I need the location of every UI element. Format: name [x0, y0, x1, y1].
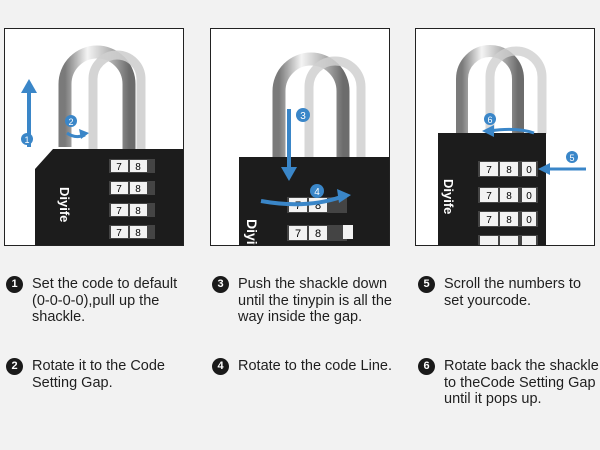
brand-logo: Diyife [244, 219, 260, 246]
marker-5 [566, 151, 578, 163]
marker-4 [310, 184, 324, 198]
svg-text:8: 8 [315, 200, 321, 212]
svg-text:8: 8 [506, 215, 512, 226]
illustration-panel-step-5-6: 7 8 0 7 8 0 7 8 0 Diyife 5 6 [415, 28, 595, 246]
step-number-badge: 6 [418, 358, 435, 375]
lock-illustration-1: 7 8 7 8 7 8 7 8 Diyife 1 2 [21, 45, 183, 245]
marker-6 [484, 113, 496, 125]
svg-text:0: 0 [526, 191, 532, 202]
step-text: Push the shackle down until the tinypin … [238, 276, 392, 325]
svg-text:8: 8 [135, 162, 141, 173]
combination-dials: 7 8 7 8 7 8 7 8 [109, 159, 155, 239]
shackle [58, 45, 136, 154]
svg-text:8: 8 [506, 191, 512, 202]
step-text: Rotate back the shackle to theCode Setti… [444, 358, 599, 407]
svg-text:6: 6 [487, 115, 492, 125]
svg-text:7: 7 [116, 206, 122, 217]
svg-text:8: 8 [315, 228, 321, 240]
svg-text:0: 0 [526, 165, 532, 176]
step-text: Set the code to default (0-0-0-0),pull u… [32, 276, 178, 325]
rotate-arrow-icon [66, 129, 89, 139]
down-arrow-icon [281, 109, 297, 181]
svg-text:8: 8 [506, 165, 512, 176]
rotate-back-arrow-icon [482, 125, 535, 137]
step-number-badge: 2 [6, 358, 23, 375]
shackle [456, 45, 524, 134]
shackle [272, 52, 350, 189]
svg-text:8: 8 [135, 228, 141, 239]
step-text: Scroll the numbers to set yourcode. [444, 276, 582, 309]
svg-text:5: 5 [569, 153, 574, 163]
step-number-badge: 3 [212, 276, 229, 293]
svg-text:7: 7 [486, 191, 492, 202]
svg-text:4: 4 [314, 187, 320, 198]
illustration-panel-step-1-2: 7 8 7 8 7 8 7 8 Diyife 1 2 [4, 28, 184, 246]
step-text: Rotate to the code Line. [238, 358, 392, 374]
combination-dials: 7 8 0 7 8 0 7 8 0 [478, 161, 538, 245]
step-number-badge: 5 [418, 276, 435, 293]
svg-text:7: 7 [116, 184, 122, 195]
svg-text:7: 7 [295, 228, 301, 240]
step-number-badge: 1 [6, 276, 23, 293]
brand-logo: Diyife [57, 187, 72, 222]
lock-illustration-3: 7 8 0 7 8 0 7 8 0 Diyife 5 6 [438, 45, 586, 245]
svg-text:7: 7 [486, 215, 492, 226]
svg-text:0: 0 [526, 215, 532, 226]
step-6: 6 Rotate back the shackle to theCode Set… [418, 358, 600, 408]
step-number-badge: 4 [212, 358, 229, 375]
step-1: 1 Set the code to default (0-0-0-0),pull… [6, 276, 196, 326]
step-5: 5 Scroll the numbers to set yourcode. [418, 276, 600, 309]
rotate-arrow-icon [260, 189, 351, 207]
marker-2 [65, 115, 77, 127]
svg-text:8: 8 [135, 184, 141, 195]
svg-text:7: 7 [116, 228, 122, 239]
step-2: 2 Rotate it to the Code Setting Gap. [6, 358, 196, 391]
svg-text:1: 1 [24, 135, 29, 145]
svg-text:7: 7 [486, 165, 492, 176]
svg-text:8: 8 [135, 206, 141, 217]
left-arrow-icon [538, 163, 586, 175]
marker-1 [21, 133, 33, 145]
svg-text:2: 2 [68, 117, 73, 127]
svg-text:7: 7 [116, 162, 122, 173]
brand-logo: Diyife [441, 179, 456, 214]
step-3: 3 Push the shackle down until the tinypi… [212, 276, 412, 326]
svg-text:3: 3 [300, 111, 306, 122]
step-4: 4 Rotate to the code Line. [212, 358, 412, 375]
step-text: Rotate it to the Code Setting Gap. [32, 358, 165, 391]
marker-3 [296, 108, 310, 122]
